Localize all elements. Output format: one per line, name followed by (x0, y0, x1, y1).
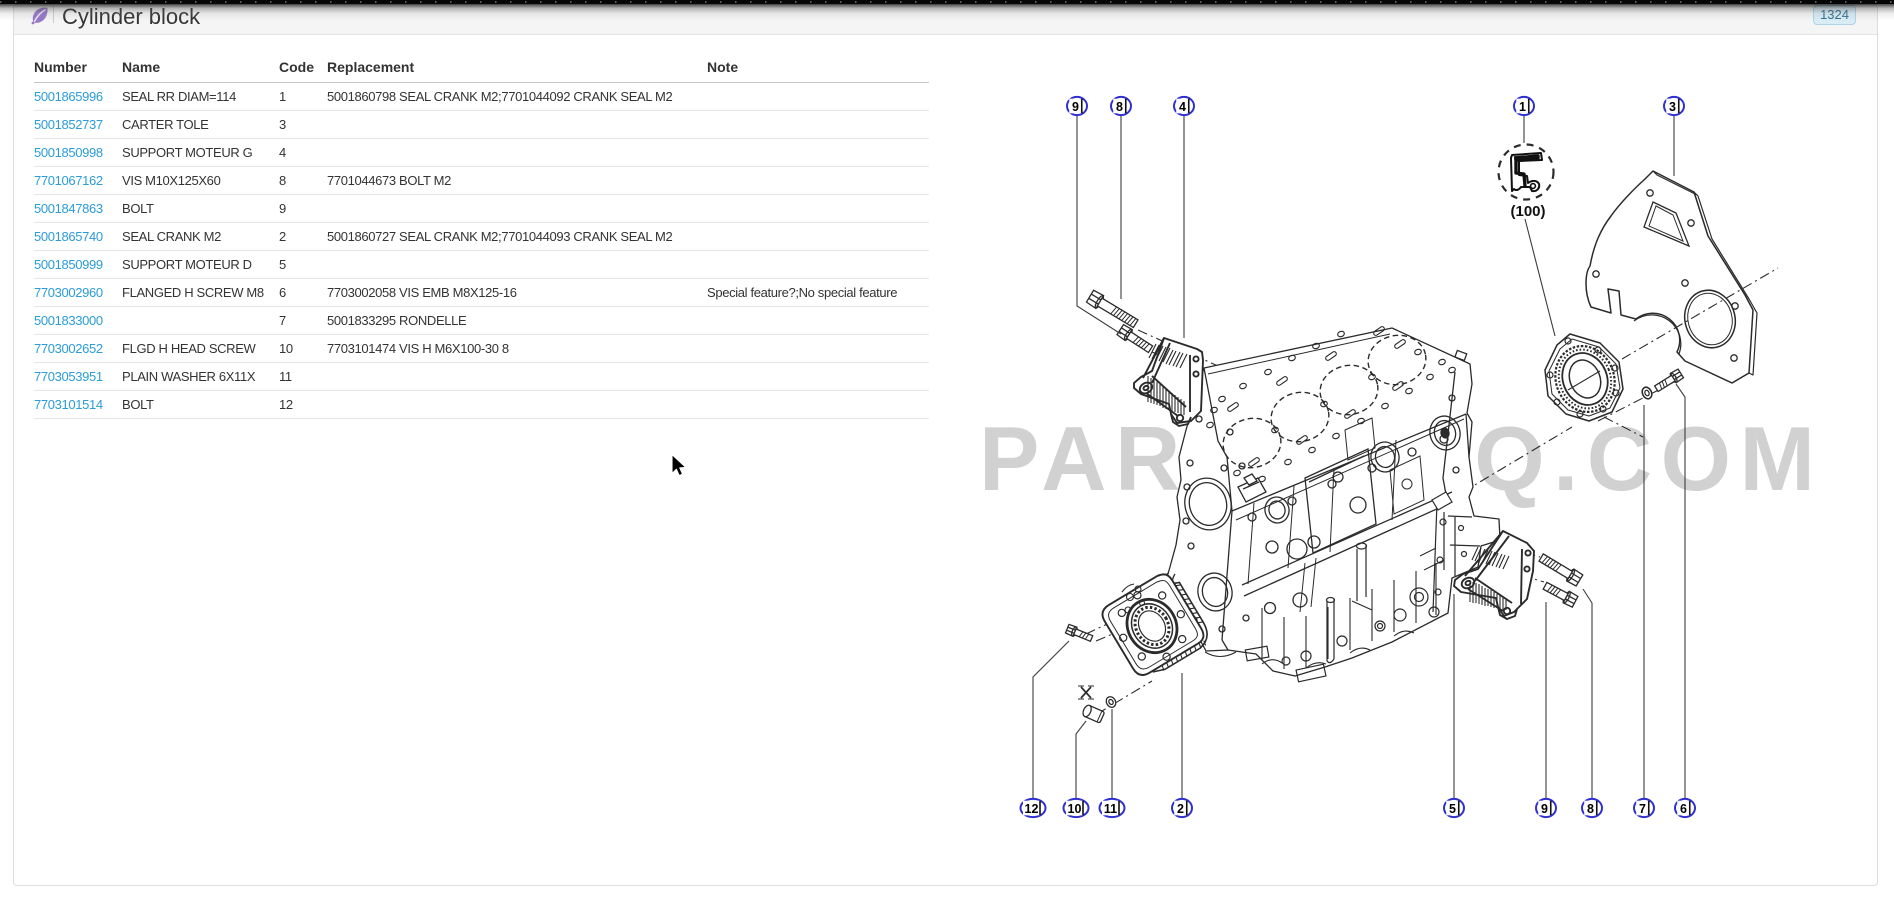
svg-text:11: 11 (1104, 802, 1117, 816)
svg-text:10: 10 (1068, 802, 1082, 816)
svg-text:4: 4 (1179, 100, 1186, 114)
svg-text:8: 8 (1587, 802, 1594, 816)
svg-text:1: 1 (1519, 100, 1526, 114)
svg-text:2: 2 (1177, 802, 1184, 816)
svg-text:(100): (100) (1510, 203, 1545, 220)
svg-text:9: 9 (1541, 802, 1548, 816)
svg-text:9: 9 (1072, 100, 1079, 114)
svg-text:5: 5 (1449, 802, 1456, 816)
svg-text:12: 12 (1025, 802, 1039, 816)
svg-text:7: 7 (1639, 802, 1646, 816)
svg-text:6: 6 (1680, 802, 1687, 816)
svg-text:8: 8 (1116, 100, 1123, 114)
svg-text:3: 3 (1669, 100, 1676, 114)
